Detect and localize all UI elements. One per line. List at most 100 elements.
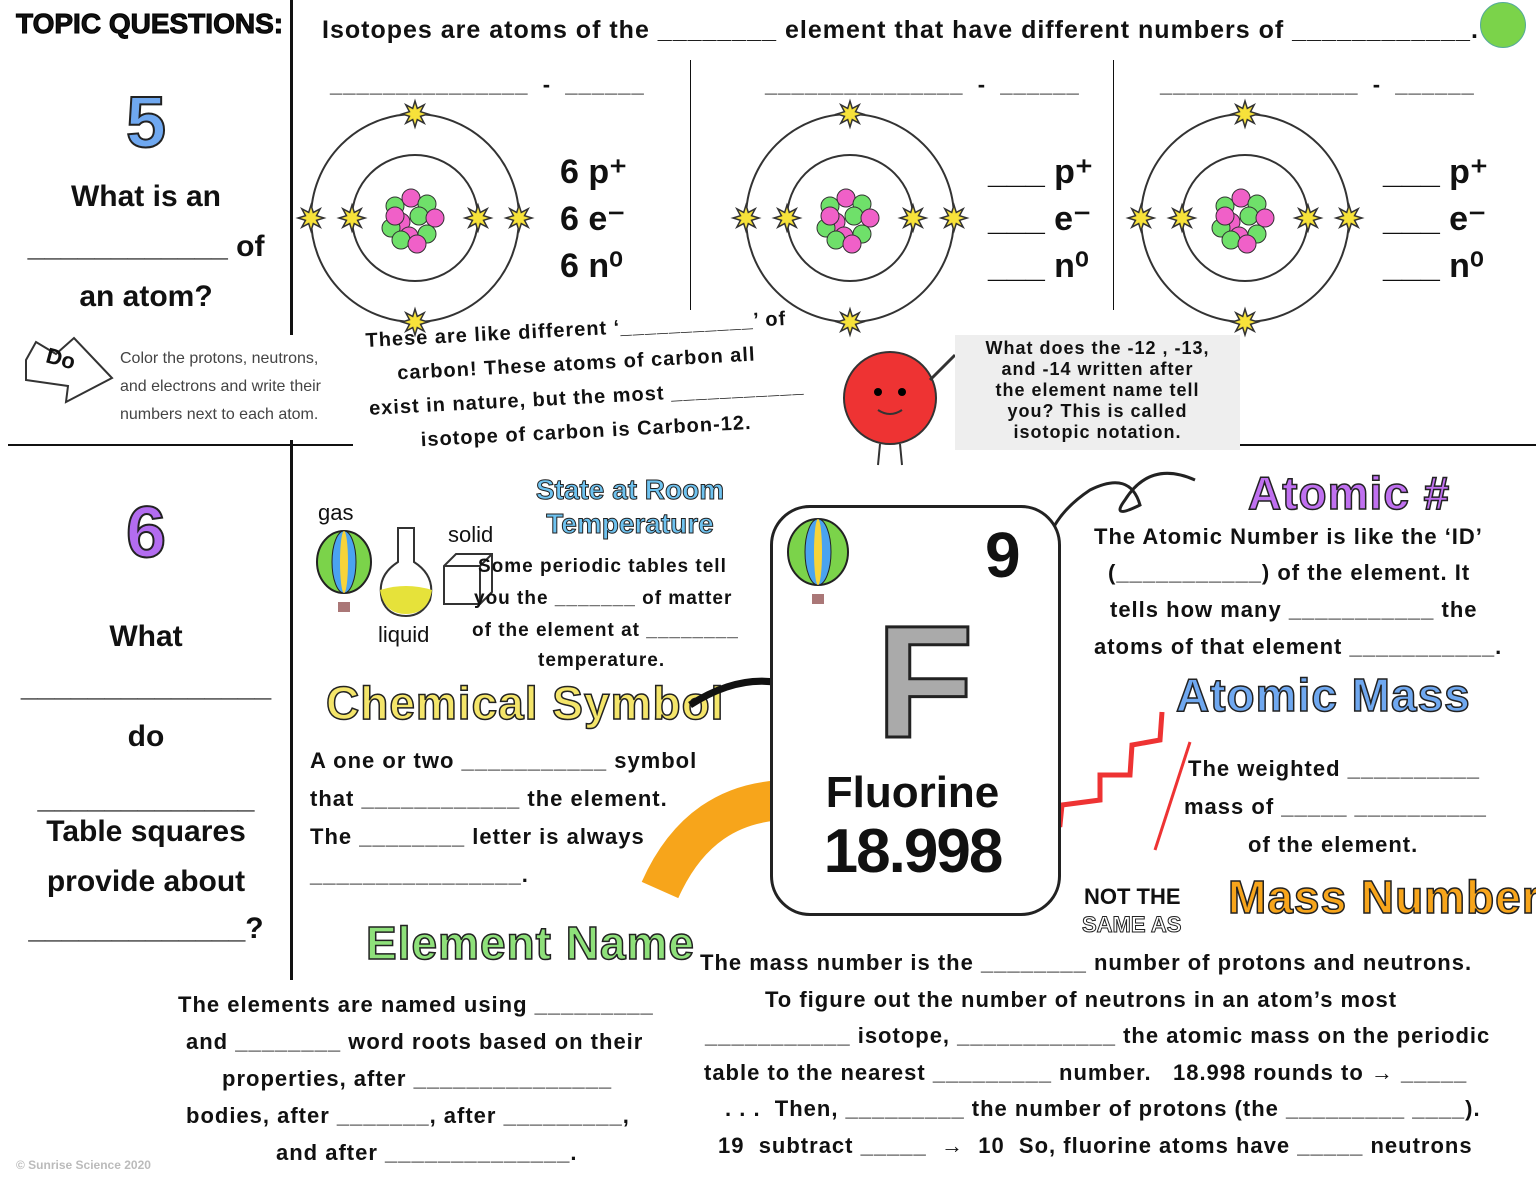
mass-number-line: To figure out the number of neutrons in … bbox=[765, 986, 1398, 1012]
notation-box bbox=[955, 335, 1240, 450]
mass-number-line: table to the nearest _________ number. 1… bbox=[704, 1059, 1468, 1085]
particle-count-p: 6 p⁺ bbox=[560, 153, 628, 191]
mass-number-line: . . . Then, _________ the number of prot… bbox=[725, 1096, 1481, 1121]
electron-icon bbox=[1125, 202, 1157, 234]
am-line: mass of _____ __________ bbox=[1184, 794, 1487, 819]
cube-icon bbox=[443, 553, 493, 605]
proton-icon bbox=[385, 206, 405, 226]
state-text: of the element at ________ bbox=[472, 620, 739, 641]
proton-icon bbox=[1237, 234, 1257, 254]
element-name-line: and ________ word roots based on their bbox=[186, 1029, 644, 1054]
state-title: State at Room bbox=[535, 474, 725, 506]
electron-icon bbox=[399, 98, 431, 130]
particle-count-n: 6 n⁰ bbox=[560, 247, 623, 285]
gas-label: gas bbox=[318, 500, 354, 525]
element-symbol: F bbox=[875, 591, 976, 773]
question-5-number: 5 bbox=[125, 82, 167, 164]
isotope-definition: Isotopes are atoms of the ________ eleme… bbox=[322, 16, 1479, 44]
element-name: Fluorine bbox=[825, 768, 1000, 817]
notation-line: and -14 written after bbox=[1001, 359, 1194, 379]
electron-icon bbox=[1229, 306, 1261, 338]
proton-icon bbox=[842, 234, 862, 254]
proton-icon bbox=[1255, 208, 1275, 228]
atomic-number-title: Atomic # bbox=[1247, 466, 1451, 520]
electron-icon bbox=[834, 98, 866, 130]
atom-mascot-icon bbox=[843, 351, 957, 466]
q5-line: ____________ of bbox=[27, 230, 265, 263]
element-name-line: properties, after _______________ bbox=[222, 1066, 613, 1091]
electron-icon bbox=[834, 306, 866, 338]
divider bbox=[1240, 444, 1536, 446]
divider bbox=[8, 444, 353, 446]
divider bbox=[1113, 60, 1114, 310]
proton-icon bbox=[407, 234, 427, 254]
q6-line: _____________ bbox=[37, 782, 255, 815]
electron-icon bbox=[1229, 98, 1261, 130]
q6-line: Table squares bbox=[46, 815, 246, 848]
notation-line: isotopic notation. bbox=[1013, 422, 1182, 442]
particle-count-p: ___ p⁺ bbox=[988, 153, 1093, 191]
isotope-name-blank: _______________ - ______ bbox=[330, 72, 645, 97]
q6-line: do bbox=[127, 720, 165, 753]
divider bbox=[290, 440, 293, 980]
electron-icon bbox=[730, 202, 762, 234]
q6-line: provide about bbox=[46, 865, 246, 898]
electron-icon bbox=[1333, 202, 1365, 234]
q6-line: _____________? bbox=[28, 912, 264, 945]
notation-line: What does the -12 , -13, bbox=[985, 338, 1210, 358]
state-title: Temperature bbox=[546, 508, 715, 540]
electron-icon bbox=[462, 202, 494, 234]
an-line: (___________) of the element. It bbox=[1108, 560, 1471, 585]
proton-icon bbox=[1215, 206, 1235, 226]
chem-line: that ____________ the element. bbox=[310, 786, 668, 811]
liquid-label: liquid bbox=[378, 622, 430, 647]
mass-number-title: Mass Number bbox=[1227, 870, 1536, 924]
particle-count-e: ___ e⁻ bbox=[1383, 200, 1487, 238]
mass-number-line: The mass number is the ________ number o… bbox=[700, 950, 1473, 975]
an-line: tells how many ___________ the bbox=[1110, 597, 1478, 622]
state-text: you the _______ of matter bbox=[474, 588, 733, 609]
isotope-name-blank: _______________ - ______ bbox=[1160, 72, 1475, 97]
electron-icon bbox=[771, 202, 803, 234]
particle-count-p: ___ p⁺ bbox=[1383, 153, 1488, 191]
chem-line: The ________ letter is always bbox=[310, 824, 645, 849]
q6-line: _______________ bbox=[20, 670, 272, 703]
atom-diagrams bbox=[295, 98, 1365, 338]
q5-line: an atom? bbox=[79, 280, 213, 313]
an-line: atoms of that element ___________. bbox=[1094, 634, 1503, 659]
chem-line: ________________. bbox=[310, 862, 529, 887]
solid-label: solid bbox=[448, 522, 494, 547]
electron-icon bbox=[336, 202, 368, 234]
am-line: of the element. bbox=[1248, 832, 1419, 857]
element-name-title: Element Name bbox=[365, 916, 696, 970]
atomic-mass: 18.998 bbox=[823, 817, 1004, 886]
do-arrow-icon bbox=[25, 336, 114, 404]
balloon-icon bbox=[316, 530, 372, 612]
do-text: Color the protons, neutrons, bbox=[120, 350, 319, 367]
q6-line: What bbox=[109, 620, 183, 653]
topic-questions-heading: TOPIC QUESTIONS: bbox=[15, 8, 284, 40]
particle-count-n: ___ n⁰ bbox=[1383, 247, 1484, 285]
chemical-symbol-title: Chemical Symbol bbox=[325, 676, 725, 730]
element-name-line: and after ______________. bbox=[276, 1140, 578, 1165]
do-text: and electrons and write their bbox=[120, 378, 321, 395]
flask-icon bbox=[379, 527, 433, 618]
proton-icon bbox=[425, 208, 445, 228]
mass-number-line: ___________ isotope, ____________ the at… bbox=[705, 1023, 1491, 1048]
atomic-mass-title: Atomic Mass bbox=[1175, 668, 1471, 722]
balloon-icon bbox=[787, 518, 849, 604]
electron-icon bbox=[399, 306, 431, 338]
element-name-line: bodies, after _______, after _________, bbox=[186, 1103, 630, 1128]
state-text: temperature. bbox=[538, 650, 666, 671]
not-same-label: NOT THE bbox=[1084, 884, 1181, 909]
electron-icon bbox=[503, 202, 535, 234]
chem-line: A one or two ___________ symbol bbox=[310, 748, 698, 773]
copyright: © Sunrise Science 2020 bbox=[16, 1158, 151, 1172]
mass-number-line: 19 subtract _____ → 10 So, fluorine atom… bbox=[718, 1132, 1473, 1158]
state-text: Some periodic tables tell bbox=[478, 556, 727, 577]
divider bbox=[290, 0, 293, 335]
notation-line: the element name tell bbox=[995, 380, 1200, 400]
atomic-number: 9 bbox=[985, 519, 1021, 591]
particle-count-e: ___ e⁻ bbox=[988, 200, 1092, 238]
isotope-name-blank: _______________ - ______ bbox=[765, 72, 1080, 97]
